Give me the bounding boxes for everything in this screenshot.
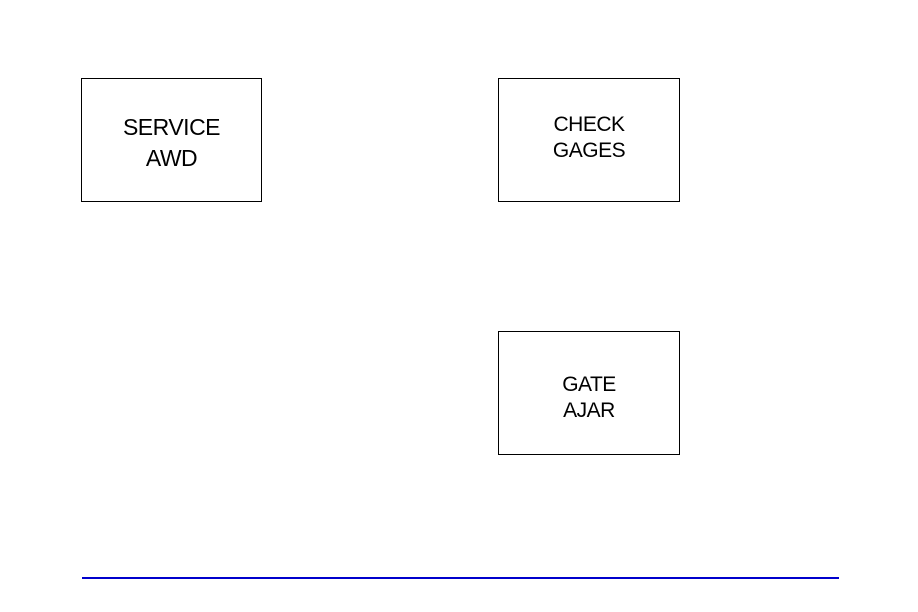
gate-ajar-indicator: GATE AJAR: [498, 331, 680, 455]
check-gages-line-1: CHECK: [553, 112, 624, 138]
check-gages-indicator: CHECK GAGES: [498, 78, 680, 202]
footer-rule: [82, 577, 839, 579]
service-awd-indicator: SERVICE AWD: [81, 78, 262, 202]
gate-ajar-line-2: AJAR: [563, 398, 615, 424]
service-awd-line-2: AWD: [146, 143, 197, 174]
check-gages-line-2: GAGES: [553, 138, 625, 164]
service-awd-line-1: SERVICE: [123, 112, 220, 143]
gate-ajar-line-1: GATE: [562, 372, 616, 398]
